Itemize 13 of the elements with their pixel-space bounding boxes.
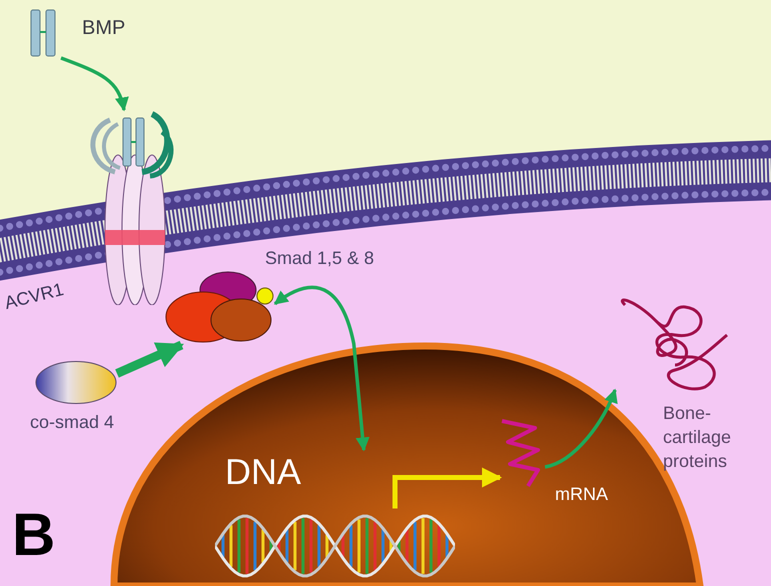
node-caption: mRNA — [555, 483, 608, 506]
node-caption: Smad 1,5 & 8 — [265, 247, 374, 270]
arrow — [392, 468, 502, 508]
panel-letter: B — [12, 505, 56, 565]
node-caption: co-smad 4 — [30, 411, 114, 434]
arrow — [60, 56, 128, 112]
node-caption: Bone-cartilage proteins — [663, 402, 732, 473]
node-caption: ACVR1 — [2, 278, 67, 315]
node-label: DNA — [225, 452, 302, 492]
arrow — [544, 388, 618, 469]
node-caption: BMP — [82, 16, 126, 41]
arrow — [115, 340, 184, 378]
arrow — [274, 286, 370, 452]
